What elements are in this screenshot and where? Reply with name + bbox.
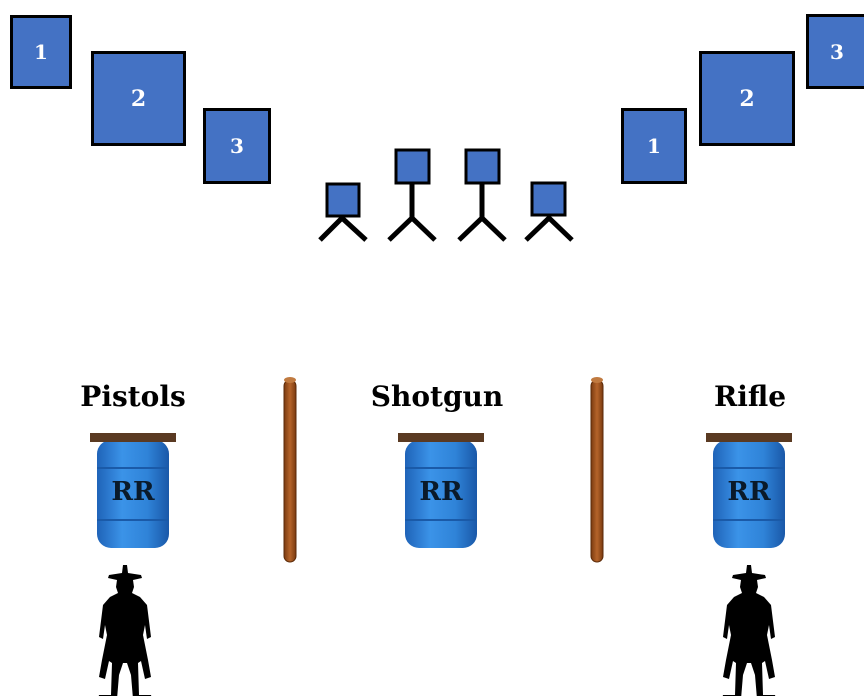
cowboy-silhouette-right	[722, 565, 776, 696]
station-label-rifle: Rifle	[713, 380, 787, 413]
pistol-target-1-number: 1	[34, 40, 48, 64]
barrel-pistols: RR	[90, 433, 176, 548]
rifle-target-1-number: 1	[647, 134, 661, 158]
shotgun-target-1	[318, 182, 368, 242]
barrel-rifle-mark: RR	[727, 477, 771, 507]
rifle-target-3-number: 3	[830, 39, 844, 64]
shotgun-target-4	[524, 181, 574, 242]
post-left	[283, 377, 297, 563]
barrel-shotgun: RR	[398, 433, 484, 548]
pistol-target-3-number: 3	[230, 134, 244, 158]
barrel-pistols-mark: RR	[111, 477, 155, 507]
rifle-target-2-number: 2	[739, 85, 755, 112]
rifle-target-2: 2	[699, 51, 795, 146]
station-label-shotgun: Shotgun	[370, 380, 504, 413]
cowboy-silhouette-left	[98, 565, 152, 696]
shotgun-target-3	[457, 148, 507, 242]
post-right	[590, 377, 604, 563]
barrel-shotgun-mark: RR	[419, 477, 463, 507]
barrel-rifle: RR	[706, 433, 792, 548]
rifle-target-1: 1	[621, 108, 687, 184]
pistol-target-2: 2	[91, 51, 186, 146]
rifle-target-3: 3	[806, 14, 864, 89]
shotgun-target-2	[387, 148, 437, 242]
pistol-target-1: 1	[10, 15, 72, 89]
station-label-pistols: Pistols	[80, 380, 186, 413]
pistol-target-3: 3	[203, 108, 271, 184]
pistol-target-2-number: 2	[130, 85, 147, 112]
